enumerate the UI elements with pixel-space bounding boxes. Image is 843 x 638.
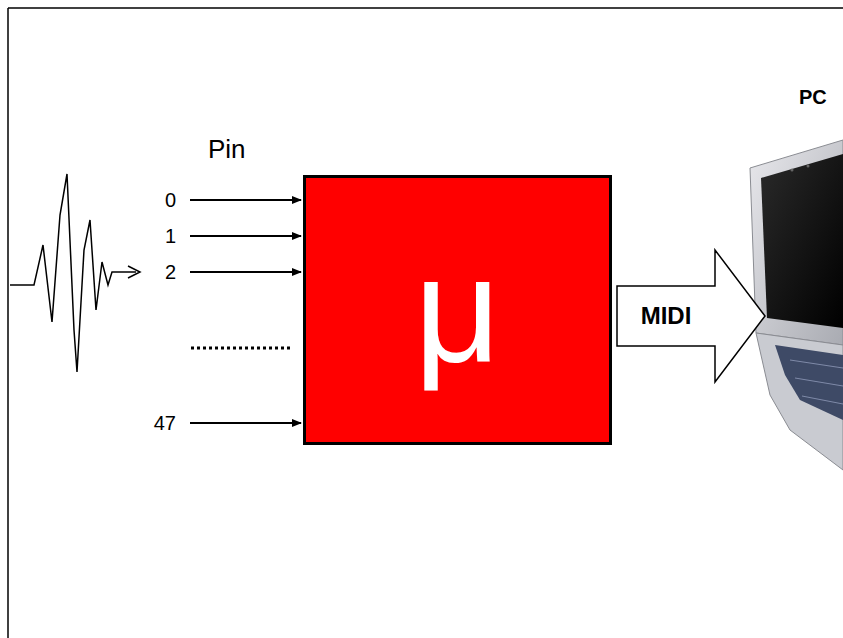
frame-line: [7, 8, 9, 638]
pc-node: PC: [765, 86, 843, 470]
pin-number: 47: [154, 413, 176, 433]
pin-arrow: [190, 422, 301, 424]
ellipsis-dots: [191, 347, 290, 350]
signal-arrowhead: [128, 266, 140, 278]
pin-heading: Pin: [208, 136, 246, 162]
pin-number: 1: [165, 226, 176, 246]
chip-symbol: μ: [414, 235, 500, 385]
microcontroller-box: μ: [303, 175, 612, 445]
pin-number: 2: [165, 262, 176, 282]
signal-waveform: [10, 174, 136, 372]
edge-label: MIDI: [639, 304, 694, 328]
node-title: PC: [799, 86, 827, 109]
pin-arrow: [190, 271, 301, 273]
pin-arrow: [190, 199, 301, 201]
laptop-illustration: [750, 140, 843, 470]
pin-number: 0: [165, 190, 176, 210]
pin-arrow: [190, 235, 301, 237]
frame-line: [8, 7, 843, 9]
block-arrow: [617, 250, 765, 382]
